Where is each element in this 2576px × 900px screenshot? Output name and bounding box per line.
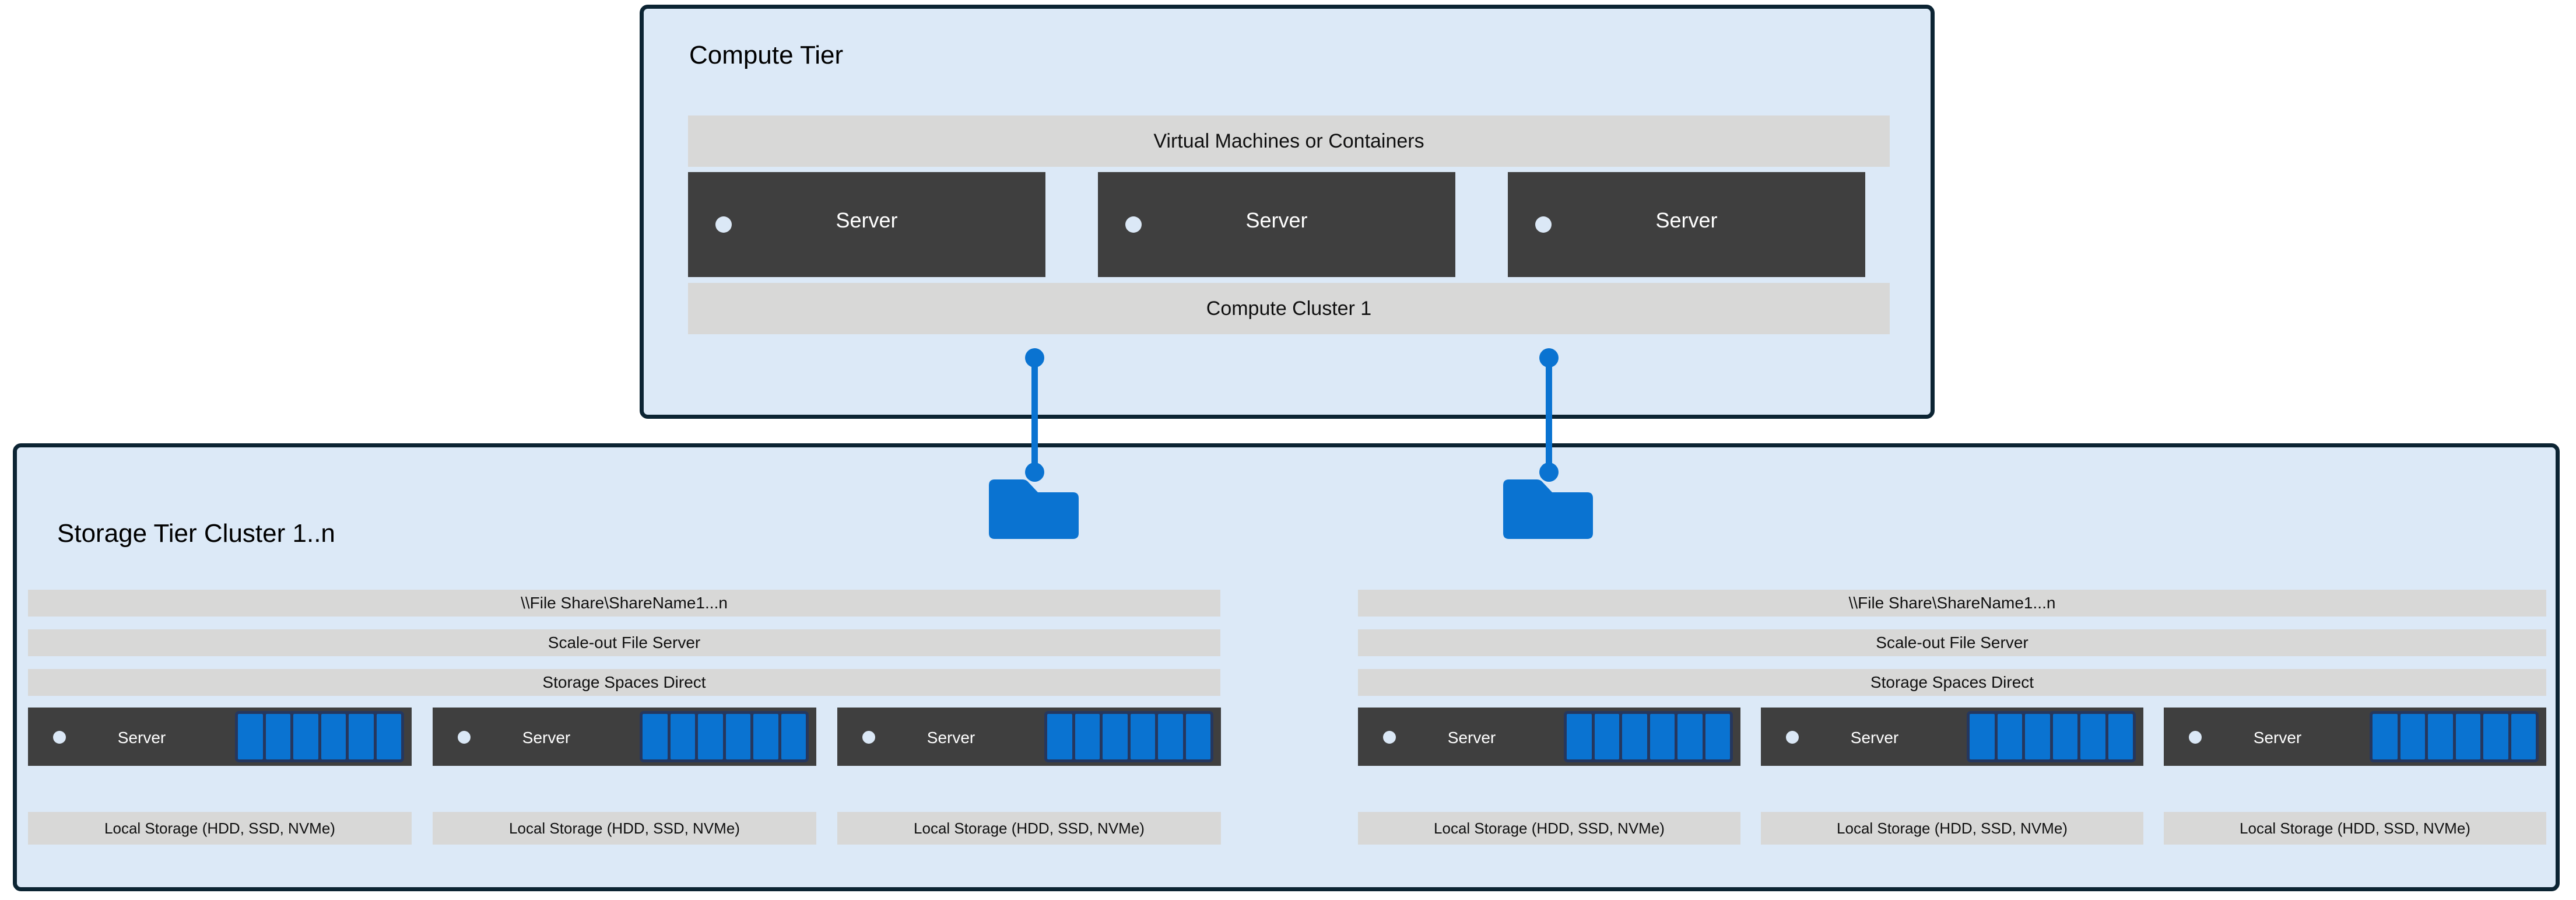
disk-array	[1044, 711, 1213, 762]
storage-server-label: Server	[522, 729, 571, 747]
file-share-folder-1	[989, 479, 1079, 539]
storage-server-box-r1: Server	[1358, 708, 1740, 766]
server-status-dot	[1786, 731, 1799, 744]
server-status-dot	[1383, 731, 1396, 744]
storage-server-label: Server	[117, 729, 166, 747]
storage-tier-title: Storage Tier Cluster 1..n	[57, 519, 335, 548]
scale-out-file-server-band-right: Scale-out File Server	[1358, 629, 2546, 656]
disk-array	[640, 711, 809, 762]
local-storage-label-r1: Local Storage (HDD, SSD, NVMe)	[1358, 812, 1740, 845]
storage-server-box-r3: Server	[2164, 708, 2546, 766]
compute-cluster-band: Compute Cluster 1	[688, 283, 1890, 334]
file-share-band-right: \\File Share\ShareName1...n	[1358, 590, 2546, 617]
disk-array	[2370, 711, 2539, 762]
server-status-dot	[862, 731, 875, 744]
storage-spaces-direct-band-left: Storage Spaces Direct	[28, 669, 1220, 696]
disk-array	[1564, 711, 1733, 762]
compute-server-label: Server	[836, 208, 898, 232]
server-status-dot	[1535, 216, 1552, 233]
compute-server-box-2: Server	[1098, 172, 1455, 277]
file-share-band-left: \\File Share\ShareName1...n	[28, 590, 1220, 617]
storage-server-box-l2: Server	[433, 708, 816, 766]
file-share-folder-2	[1503, 479, 1593, 539]
local-storage-label-r3: Local Storage (HDD, SSD, NVMe)	[2164, 812, 2546, 845]
compute-tier-title: Compute Tier	[689, 41, 844, 69]
virtual-machines-band: Virtual Machines or Containers	[688, 115, 1890, 167]
connector-endpoint-top-1	[1025, 348, 1044, 367]
connector-endpoint-bottom-2	[1539, 463, 1559, 482]
server-status-dot	[458, 731, 471, 744]
local-storage-label-r2: Local Storage (HDD, SSD, NVMe)	[1761, 812, 2143, 845]
compute-server-box-1: Server	[688, 172, 1045, 277]
scale-out-file-server-band-left: Scale-out File Server	[28, 629, 1220, 656]
server-status-dot	[715, 216, 732, 233]
storage-server-label: Server	[926, 729, 975, 747]
storage-server-box-l1: Server	[28, 708, 412, 766]
storage-spaces-direct-band-right: Storage Spaces Direct	[1358, 669, 2546, 696]
server-status-dot	[1125, 216, 1142, 233]
storage-server-box-r2: Server	[1761, 708, 2143, 766]
server-status-dot	[53, 731, 66, 744]
storage-server-label: Server	[1447, 729, 1496, 747]
compute-server-box-3: Server	[1508, 172, 1865, 277]
compute-server-label: Server	[1245, 208, 1308, 232]
storage-server-box-l3: Server	[837, 708, 1221, 766]
connector-endpoint-top-2	[1539, 348, 1559, 367]
storage-server-label: Server	[2253, 729, 2302, 747]
local-storage-label-l3: Local Storage (HDD, SSD, NVMe)	[837, 812, 1221, 845]
disk-array	[1967, 711, 2136, 762]
connector-line-2	[1546, 352, 1552, 476]
connector-line-1	[1031, 352, 1038, 476]
local-storage-label-l2: Local Storage (HDD, SSD, NVMe)	[433, 812, 816, 845]
storage-server-label: Server	[1850, 729, 1899, 747]
connector-endpoint-bottom-1	[1025, 463, 1044, 482]
server-status-dot	[2189, 731, 2202, 744]
compute-server-label: Server	[1655, 208, 1718, 232]
disk-array	[235, 711, 404, 762]
local-storage-label-l1: Local Storage (HDD, SSD, NVMe)	[28, 812, 412, 845]
